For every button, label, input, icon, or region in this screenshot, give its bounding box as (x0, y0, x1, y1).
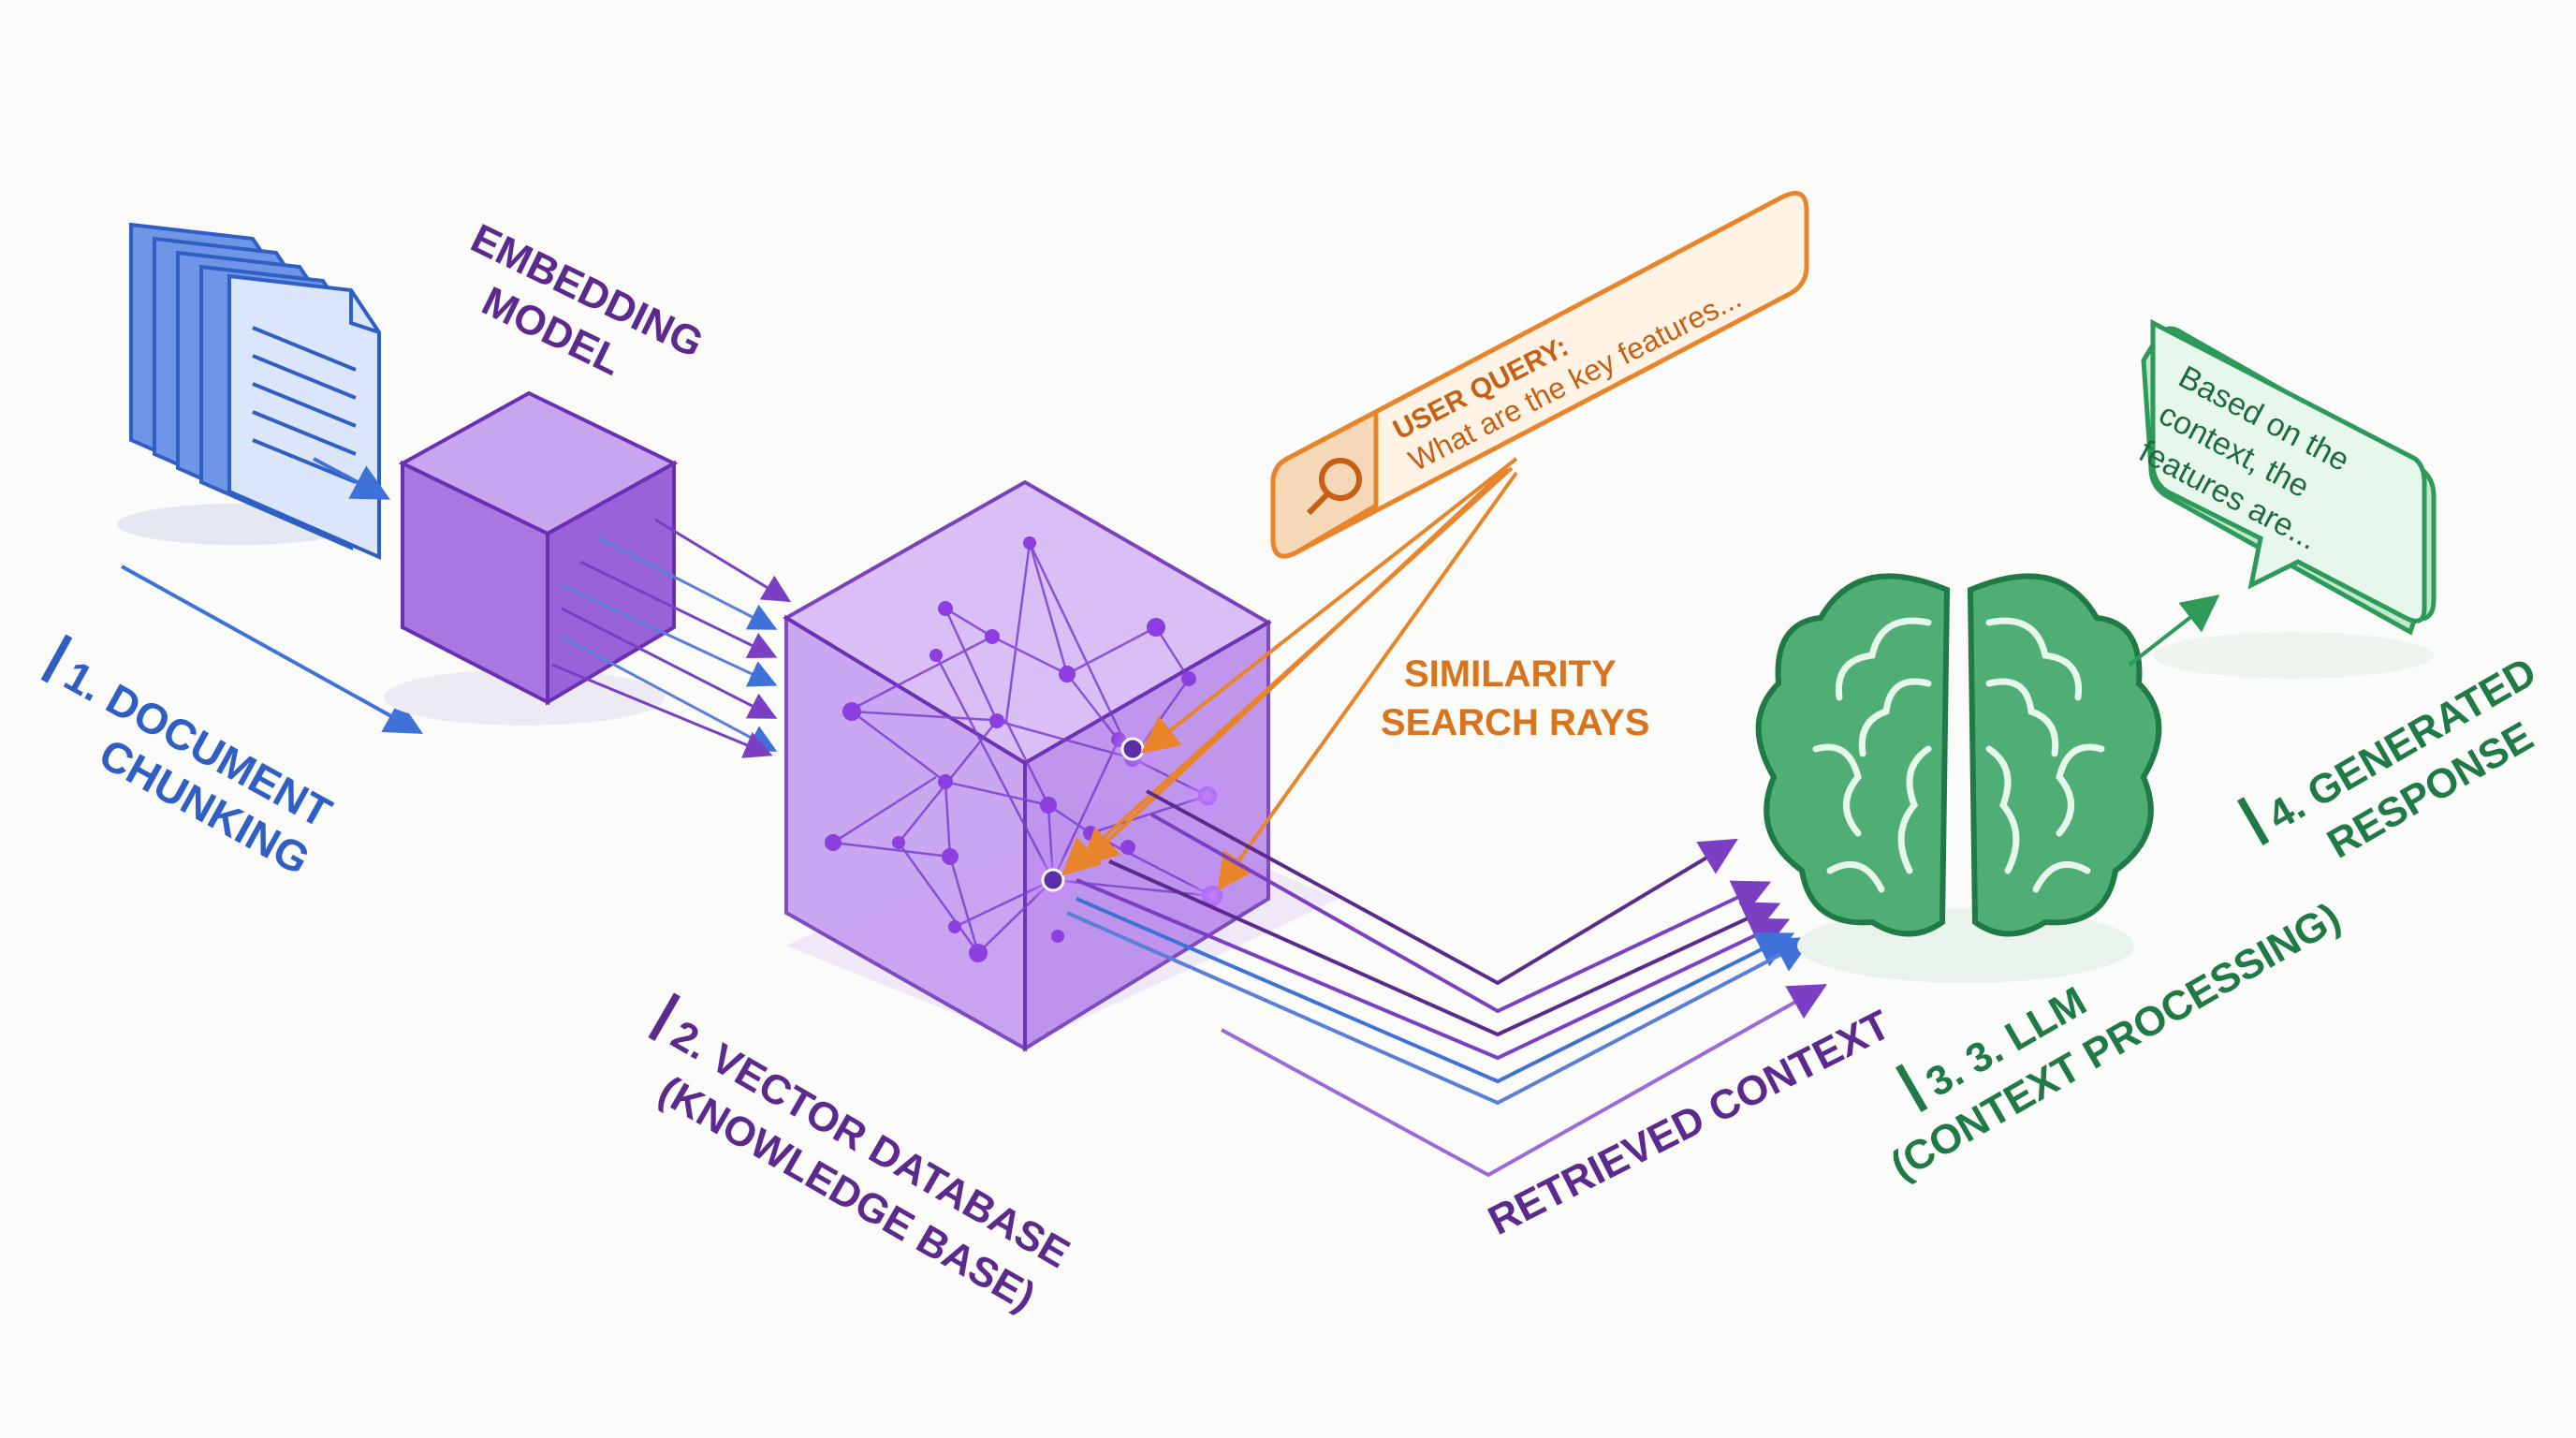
similarity-line-1: SIMILARITY (1404, 653, 1617, 695)
embedding-arrows (551, 518, 792, 758)
brain-to-response-arrow (2128, 594, 2220, 667)
brain-icon (1755, 573, 2162, 983)
doc-to-embed-arrow (313, 457, 391, 500)
stage-1-label: 1. DOCUMENT CHUNKING (40, 634, 340, 884)
vector-database-cube-icon (783, 479, 1339, 1052)
user-query-bar[interactable]: USER QUERY: What are the key features... (1270, 190, 1809, 559)
document-stack-icon (117, 222, 381, 561)
search-icon (1306, 458, 1362, 516)
retrieved-context-lines (1066, 789, 1827, 1178)
chunking-underline-arrow (121, 565, 423, 734)
similarity-line-2: SEARCH RAYS (1381, 702, 1649, 743)
embedding-model-label: EMBEDDING MODEL (464, 215, 710, 385)
similarity-label: SIMILARITY SEARCH RAYS (1381, 653, 1649, 743)
embedding-cube-icon (384, 390, 679, 726)
speech-bubble-icon: Based on the context, the features are..… (2133, 318, 2437, 679)
